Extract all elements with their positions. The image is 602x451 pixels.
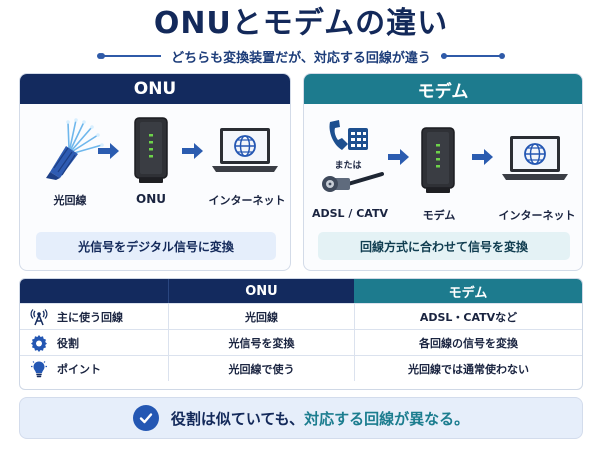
table-header-row: ONU モデム — [20, 279, 582, 303]
row-label-cell: 役割 — [20, 330, 168, 355]
table-row: 役割 光信号を変換 各回線の信号を変換 — [20, 329, 582, 355]
table-row: ポイント 光回線で使う 光回線では通常使わない — [20, 355, 582, 381]
onu-internet-label: インターネット — [208, 194, 286, 207]
row-onu-value: 光回線で使う — [168, 356, 354, 381]
modem-caption: 回線方式に合わせて信号を変換 — [318, 232, 570, 260]
page-subtitle: どちらも変換装置だが、対応する回線が違う — [171, 50, 431, 66]
arrow-right-icon — [388, 149, 409, 165]
antenna-icon — [30, 308, 48, 326]
onu-device-label: ONU — [136, 192, 166, 206]
table-row: 主に使う回線 光回線 ADSL・CATVなど — [20, 303, 582, 329]
subtitle-row: どちらも変換装置だが、対応する回線が違う — [0, 46, 602, 66]
summary-text-highlight: 対応する回線が異なる。 — [304, 409, 470, 428]
onu-caption: 光信号をデジタル信号に変換 — [36, 232, 276, 260]
or-label: または — [334, 161, 362, 171]
summary-banner: 役割は似ていても、対応する回線が異なる。 — [19, 397, 583, 439]
modem-device-label: モデム — [422, 209, 456, 222]
onu-panel-body: 光回線 ONU インター — [20, 104, 290, 270]
lightbulb-icon — [30, 360, 48, 378]
onu-panel-header: ONU — [20, 74, 290, 104]
row-label: ポイント — [57, 362, 101, 376]
summary-text: 役割は似ていても、対応する回線が異なる。 — [171, 408, 469, 429]
adsl-catv-label: ADSL / CATV — [311, 207, 388, 220]
page-title: ONUとモデムの違い — [153, 6, 449, 41]
table-header-onu: ONU — [168, 279, 354, 303]
modem-panel: モデム または ADSL / CATV — [303, 73, 583, 271]
modem-internet-label: インターネット — [498, 209, 576, 222]
telephone-icon — [329, 120, 368, 150]
arrow-right-icon — [98, 143, 119, 159]
table-header-modem: モデム — [354, 279, 582, 303]
onu-device-icon — [134, 117, 168, 183]
row-onu-value: 光信号を変換 — [168, 330, 354, 355]
row-modem-value: 光回線では通常使わない — [354, 356, 582, 381]
row-modem-value: ADSL・CATVなど — [354, 304, 582, 329]
onu-panel: ONU 光回線 — [19, 73, 291, 271]
comparison-table: ONU モデム 主に使う回線 光回線 ADSL・CATVなど — [19, 278, 583, 390]
fiber-label: 光回線 — [53, 194, 87, 207]
summary-text-main: 役割は似ていても、 — [170, 409, 305, 428]
row-label: 役割 — [57, 336, 79, 350]
laptop-icon — [502, 136, 568, 180]
modem-panel-body: または ADSL / CATV モデム — [304, 104, 582, 270]
modem-panel-header: モデム — [304, 74, 582, 104]
row-label-cell: 主に使う回線 — [20, 304, 168, 329]
laptop-icon — [212, 128, 278, 172]
arrow-right-icon — [472, 149, 493, 165]
row-modem-value: 各回線の信号を変換 — [354, 330, 582, 355]
coaxial-cable-icon — [322, 172, 384, 192]
row-label-cell: ポイント — [20, 356, 168, 381]
gear-icon — [30, 334, 48, 352]
row-label: 主に使う回線 — [57, 310, 123, 324]
row-onu-value: 光回線 — [168, 304, 354, 329]
table-header-corner — [20, 279, 168, 303]
subtitle-divider-left — [97, 53, 162, 59]
arrow-right-icon — [182, 143, 203, 159]
fiber-optic-icon — [46, 118, 104, 180]
check-circle-icon — [132, 405, 159, 431]
subtitle-divider-right — [440, 53, 505, 59]
modem-device-icon — [421, 127, 455, 193]
